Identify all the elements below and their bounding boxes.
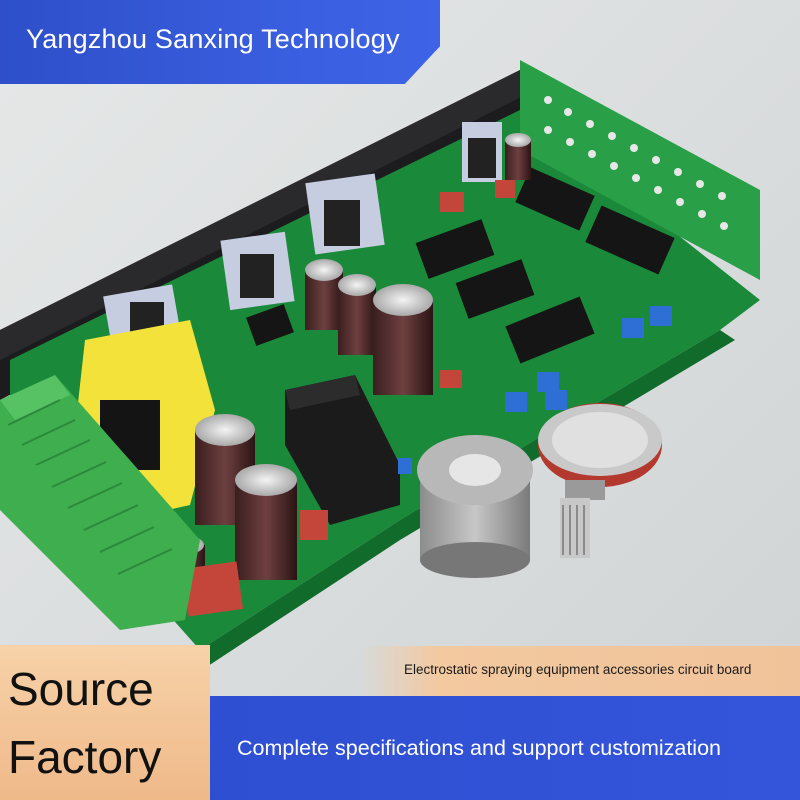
source-factory-badge [0,645,210,800]
support-caption-strip [210,696,800,800]
capacitor-small [305,133,531,355]
factory-label: Factory [8,731,162,783]
source-label: Source [8,663,154,715]
potentiometer [538,403,662,558]
product-caption: Electrostatic spraying equipment accesso… [404,662,752,677]
knob [417,435,533,578]
daughter-board [520,60,760,280]
terminal-block [0,375,200,630]
company-banner [0,0,440,84]
product-caption-strip [360,646,800,696]
company-name: Yangzhou Sanxing Technology [26,24,400,54]
relay [285,375,400,525]
support-caption: Complete specifications and support cust… [237,736,722,760]
